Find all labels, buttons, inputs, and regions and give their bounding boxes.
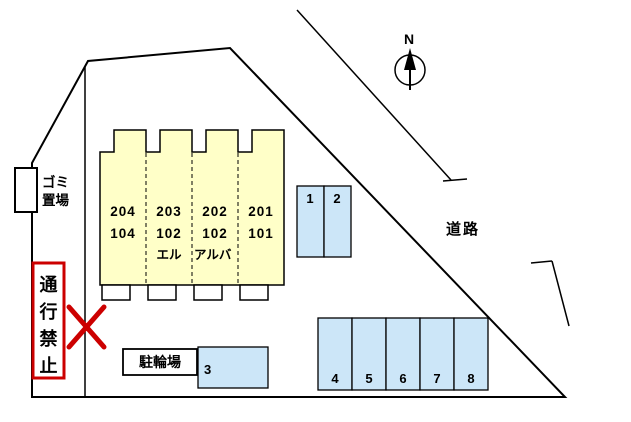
unit-2-lower-number: 102 — [156, 226, 182, 241]
parking-space-4-number: 4 — [331, 371, 339, 386]
parking-space-2 — [323, 185, 352, 258]
parking-space-4 — [317, 317, 353, 391]
parking-space-3 — [197, 346, 269, 389]
garbage-box — [14, 167, 38, 213]
porch-4 — [239, 284, 269, 301]
porch-2 — [147, 284, 177, 301]
x-stroke-2 — [66, 304, 107, 350]
garbage-label-line2: 置場 — [42, 192, 69, 208]
no-passage-frame — [31, 261, 66, 380]
no-passage-char-4: 止 — [40, 355, 58, 376]
road-label: 道路 — [446, 220, 480, 238]
unit-3-upper-number: 202 — [202, 204, 228, 219]
porch-3 — [193, 284, 223, 301]
bicycle-parking-box — [122, 348, 198, 376]
parking-space-2-number: 2 — [333, 191, 340, 206]
compass-needle-head-icon — [404, 48, 416, 70]
garbage-label-line1: ゴミ — [42, 174, 69, 190]
parking-space-7 — [419, 317, 455, 391]
parking-space-5-number: 5 — [365, 371, 372, 386]
road-edge-tick-lower — [530, 260, 553, 264]
no-passage-sign: 通 行 禁 止 — [31, 261, 66, 380]
parking-space-6-number: 6 — [399, 371, 406, 386]
parking-space-1 — [296, 185, 325, 258]
unit-4-upper-number: 201 — [248, 204, 274, 219]
parking-space-8-number: 8 — [467, 371, 474, 386]
building-name: エル アルバ — [157, 248, 232, 262]
unit-1-lower-number: 104 — [110, 226, 136, 241]
unit-2-upper-number: 203 — [156, 204, 182, 219]
unit-3-lower-number: 102 — [202, 226, 228, 241]
bicycle-parking-label: 駐輪場 — [139, 354, 181, 370]
no-passage-char-2: 行 — [39, 301, 58, 322]
no-passage-x-icon — [66, 304, 107, 350]
road-edge-line-upper — [296, 9, 452, 181]
parking-space-8 — [453, 317, 489, 391]
north-compass: N — [394, 31, 426, 90]
road-edge-line-lower — [551, 260, 570, 327]
compass-label: N — [404, 31, 414, 47]
parking-space-6 — [385, 317, 421, 391]
road-edge-tick-upper — [442, 178, 468, 182]
unit-1-upper-number: 204 — [110, 204, 136, 219]
porch-1 — [101, 284, 131, 301]
parking-space-1-number: 1 — [306, 191, 313, 206]
parking-space-5 — [351, 317, 387, 391]
no-passage-char-3: 禁 — [40, 328, 58, 349]
parking-space-3-number: 3 — [204, 362, 211, 377]
parking-space-7-number: 7 — [433, 371, 440, 386]
no-passage-char-1: 通 — [40, 275, 58, 295]
unit-4-lower-number: 101 — [248, 226, 274, 241]
